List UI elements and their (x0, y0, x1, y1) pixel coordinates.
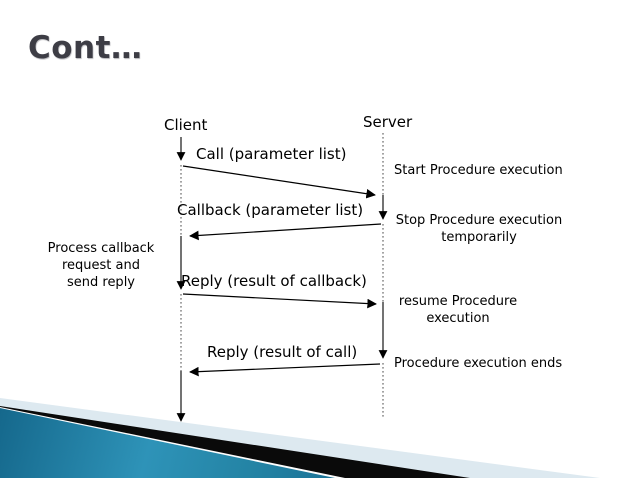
message-arrows (182, 165, 382, 377)
server-actor-label: Server (363, 113, 413, 131)
reply-callback-arrow (182, 293, 377, 309)
procedure-ends-note: Procedure execution ends (394, 356, 563, 371)
start-procedure-note: Start Procedure execution (394, 163, 563, 178)
reply-call-arrow (189, 363, 381, 377)
callback-arrow (189, 223, 382, 241)
stop-procedure-note: Stop Procedure execution temporarily (395, 213, 563, 246)
resume-procedure-note: resume Procedure execution (398, 294, 518, 327)
call-arrow (182, 165, 376, 199)
client-actor-label: Client (164, 116, 208, 134)
callback-message-label: Callback (parameter list) (177, 201, 364, 219)
process-callback-note: Process callback request and send reply (47, 241, 155, 291)
reply-callback-message-label: Reply (result of callback) (181, 272, 367, 290)
reply-call-message-label: Reply (result of call) (207, 343, 358, 361)
slide-title: Cont… (28, 30, 143, 66)
call-message-label: Call (parameter list) (196, 145, 347, 163)
